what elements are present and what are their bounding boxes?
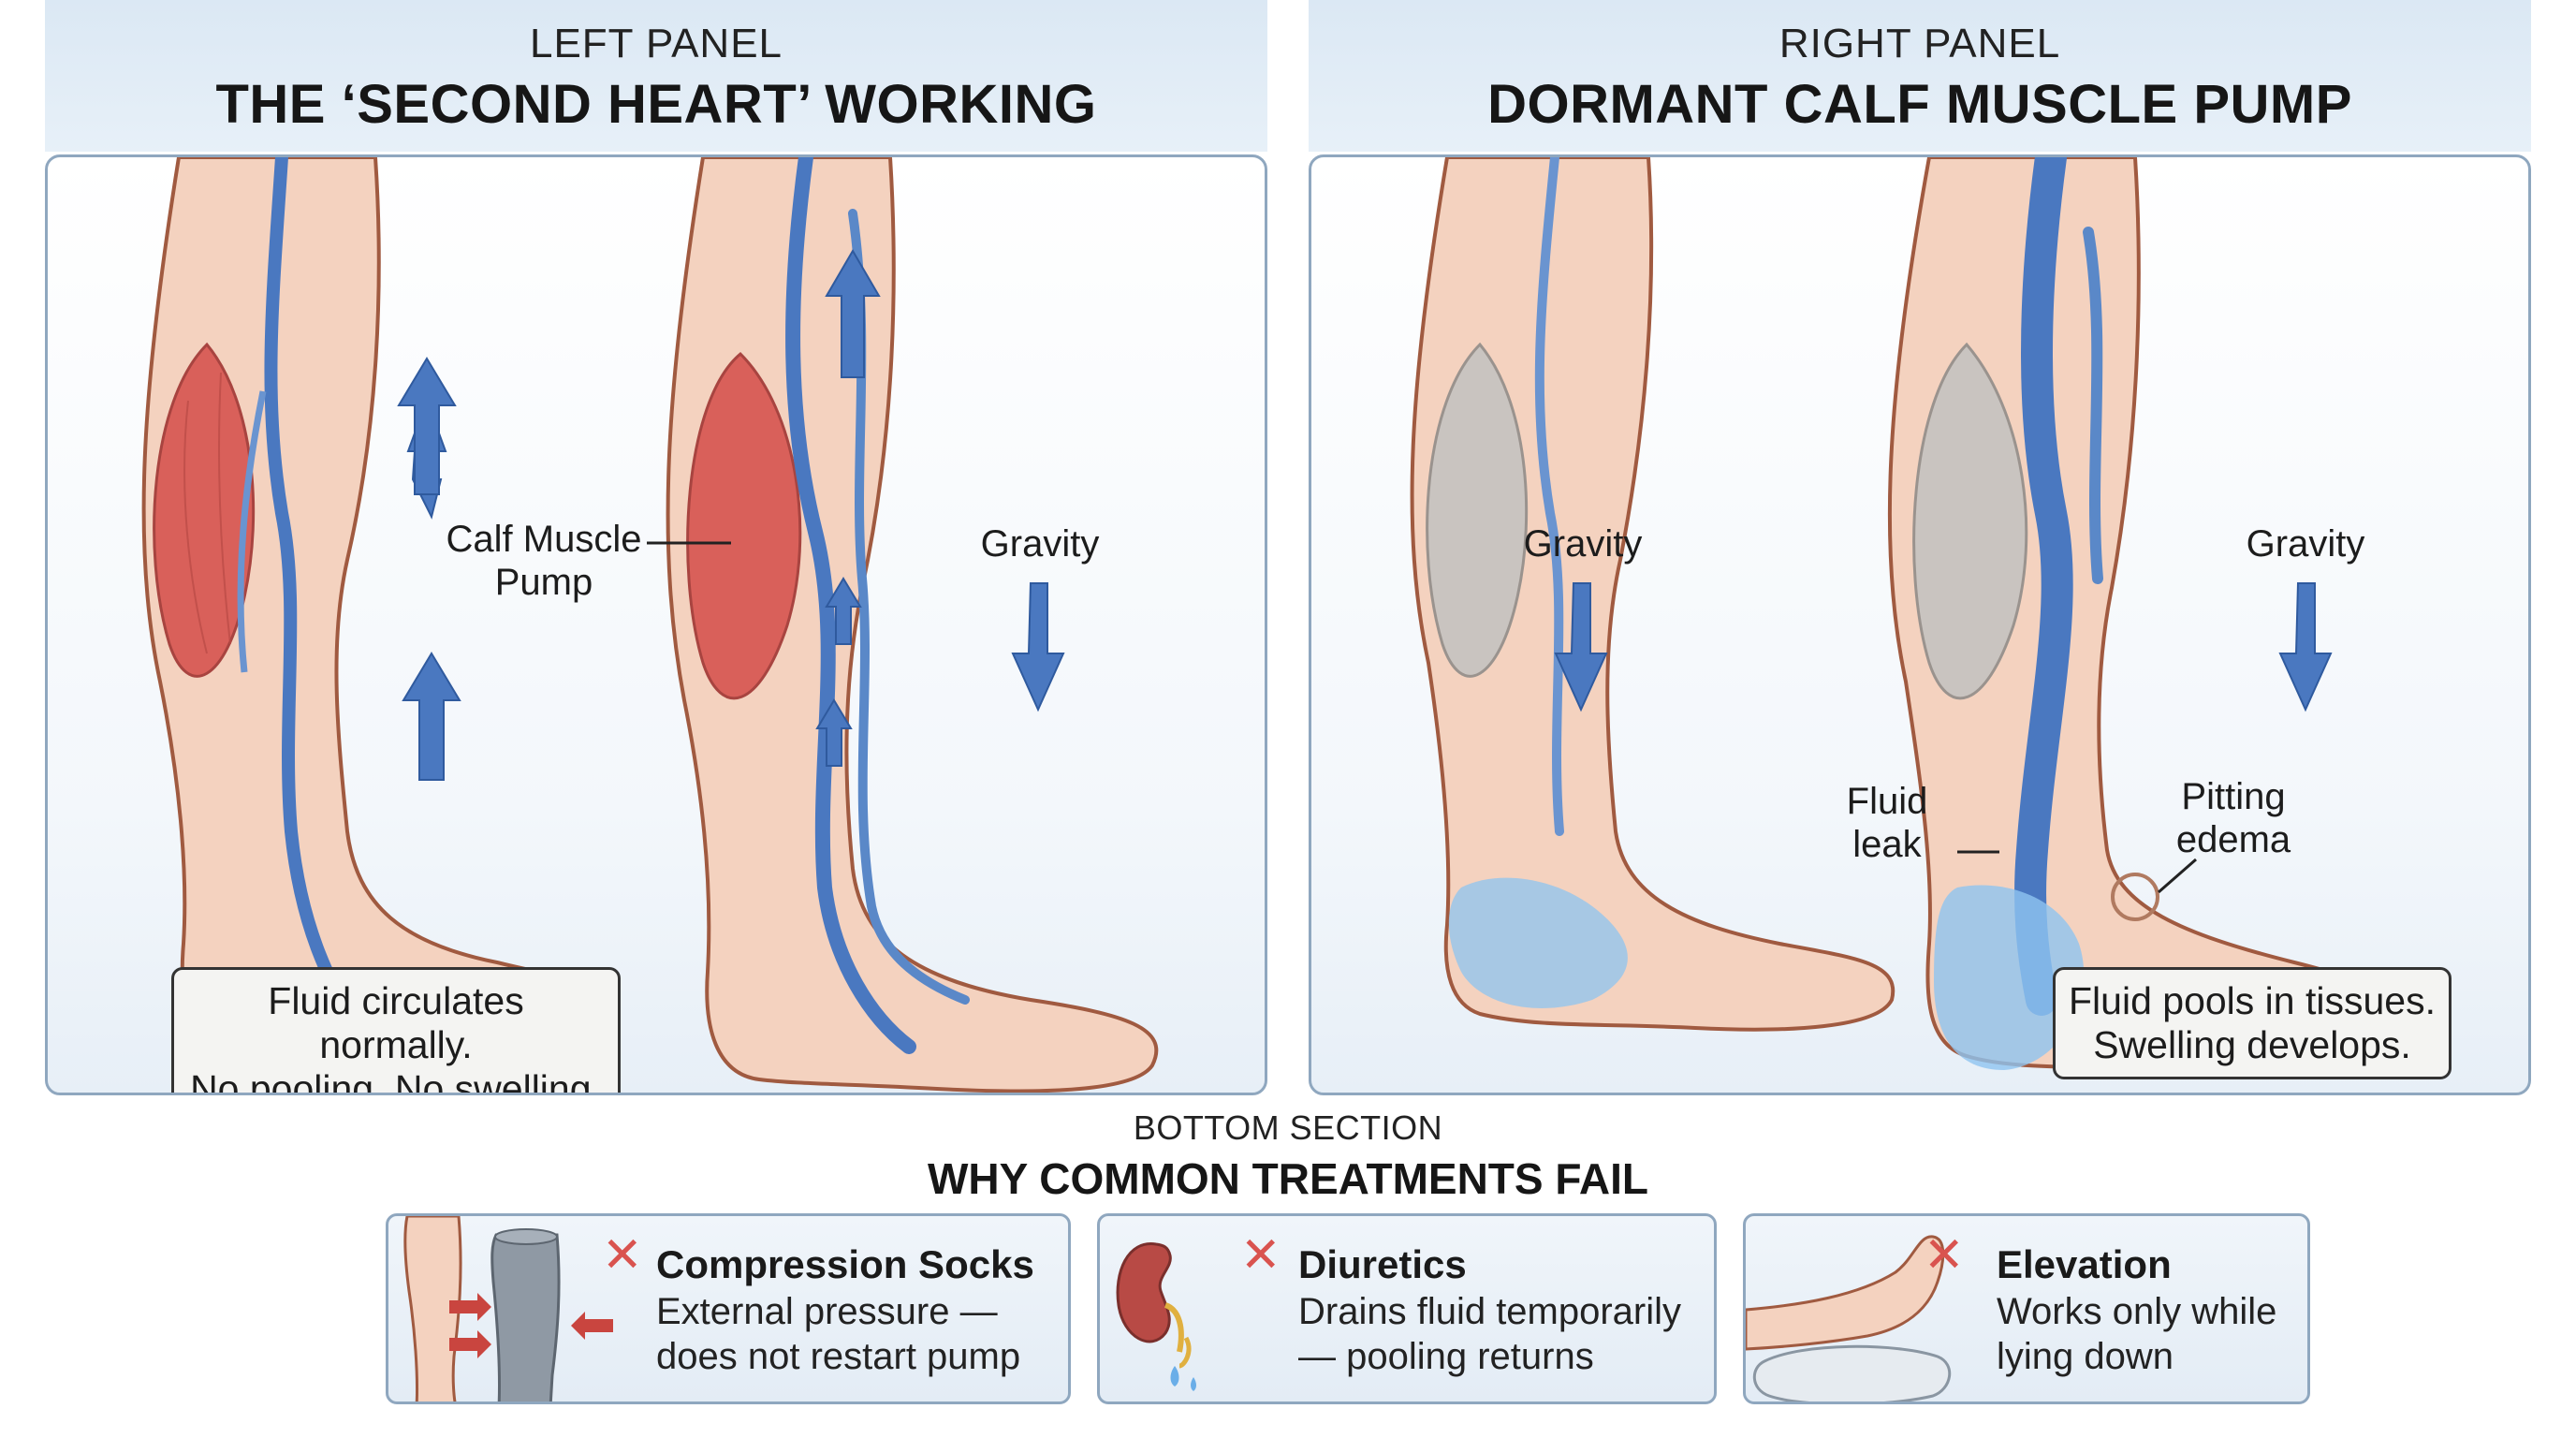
bottom-section-title: WHY COMMON TREATMENTS FAIL [927,1154,1649,1203]
card-text-elevation-line2: lying down [1997,1336,2174,1377]
gravity-arrow-right-1 [1554,582,1608,712]
card-text-diuretics-line2: — pooling returns [1298,1336,1594,1377]
gravity-label-left-panel: Gravity [980,523,1100,565]
left-panel-section-label: LEFT PANEL [529,21,783,66]
right-leg-dormant-1 [1410,157,1895,1032]
pitting-leader-line [2158,858,2197,894]
gravity-arrow-left-panel [1011,582,1065,712]
gravity-label-right-1: Gravity [1523,523,1643,565]
elevated-leg-pillow-icon [1746,1235,1952,1401]
right-callout-line2: Swelling develops. [2093,1023,2411,1066]
card-text-diuretics: Drains fluid temporarily — pooling retur… [1298,1289,1681,1379]
calf-pump-label-line2: Pump [494,562,593,603]
card-title-diuretics: Diuretics [1298,1242,1467,1286]
right-panel-header: RIGHT PANEL DORMANT CALF MUSCLE PUMP [1309,0,2531,152]
treatment-card-diuretics: ✕ Diuretics Drains fluid temporarily — p… [1097,1213,1717,1404]
fluid-leak-line1: Fluid [1846,781,1928,822]
calf-muscle-dormant-2 [1912,342,2028,700]
left-callout-line1: Fluid circulates normally. [268,979,524,1066]
fluid-pooling-1 [1448,877,1628,1008]
right-panel-illustration: Gravity Gravity Fluid leak Pitting edema… [1309,154,2531,1095]
fluid-leak-label: Fluid leak [1817,780,1957,866]
calf-muscle-active-2 [686,351,802,700]
fail-mark-icon-elevation: ✕ [1924,1228,1965,1283]
left-panel-illustration: Calf Muscle Pump Gravity Fluid circulate… [45,154,1267,1095]
card-title-compression-socks: Compression Socks [656,1242,1034,1286]
fail-mark-icon-compression: ✕ [602,1228,643,1283]
treatment-card-elevation: ✕ Elevation Works only while lying down [1743,1213,2310,1404]
treatment-card-compression-socks: ✕ Compression Socks External pressure — … [386,1213,1071,1404]
left-callout-line2: No pooling. No swelling. [190,1067,602,1095]
fluid-pooling-2 [1934,885,2085,1070]
fluid-leak-line2: leak [1852,824,1922,865]
card-text-diuretics-line1: Drains fluid temporarily [1298,1291,1682,1332]
vein-left-leg-2a [785,157,916,1054]
card-text-compression-line2: does not restart pump [656,1336,1021,1377]
vein-left-leg-1 [264,157,363,1034]
bottom-section-label: BOTTOM SECTION [1133,1108,1443,1147]
pitting-edema-label: Pitting edema [2154,775,2313,861]
compression-sock-icon [403,1216,613,1401]
left-leg-pumping [666,157,1159,1093]
vein-left-leg-2b [848,209,970,1005]
right-legs-illustration [1410,157,2404,1074]
card-text-compression-socks: External pressure — does not restart pum… [656,1289,1020,1379]
calf-muscle-pump-label: Calf Muscle Pump [422,518,666,604]
calf-muscle-dormant-1 [1426,342,1529,678]
card-text-elevation-line1: Works only while [1997,1291,2277,1332]
right-panel-section-label: RIGHT PANEL [1778,21,2061,66]
card-text-compression-line1: External pressure — [656,1291,998,1332]
card-title-elevation: Elevation [1997,1242,2172,1286]
upward-flow-arrows [397,249,881,781]
kidney-icon [1116,1242,1196,1391]
vein-right-leg-1 [1534,157,1564,836]
gravity-arrow-right-2 [2278,582,2333,712]
right-callout-line1: Fluid pools in tissues. [2069,979,2436,1022]
card-text-elevation: Works only while lying down [1997,1289,2276,1379]
left-panel-header: LEFT PANEL THE ‘SECOND HEART’ WORKING [45,0,1267,152]
right-panel-title: DORMANT CALF MUSCLE PUMP [1487,74,2352,135]
calf-pump-label-line1: Calf Muscle [446,519,642,560]
fail-mark-icon-diuretics: ✕ [1240,1228,1281,1283]
right-panel-callout: Fluid pools in tissues. Swelling develop… [2053,967,2452,1079]
pitting-edema-mark [2111,873,2159,921]
left-panel-title: THE ‘SECOND HEART’ WORKING [215,74,1097,135]
left-panel-callout: Fluid circulates normally. No pooling. N… [171,967,621,1095]
pitting-line2: edema [2175,819,2291,860]
left-legs-illustration [141,157,1159,1093]
right-leg-dormant-2 [1887,157,2404,1074]
pitting-line1: Pitting [2181,776,2286,817]
gravity-label-right-2: Gravity [2246,523,2365,565]
left-leg-relaxed [141,157,613,1064]
